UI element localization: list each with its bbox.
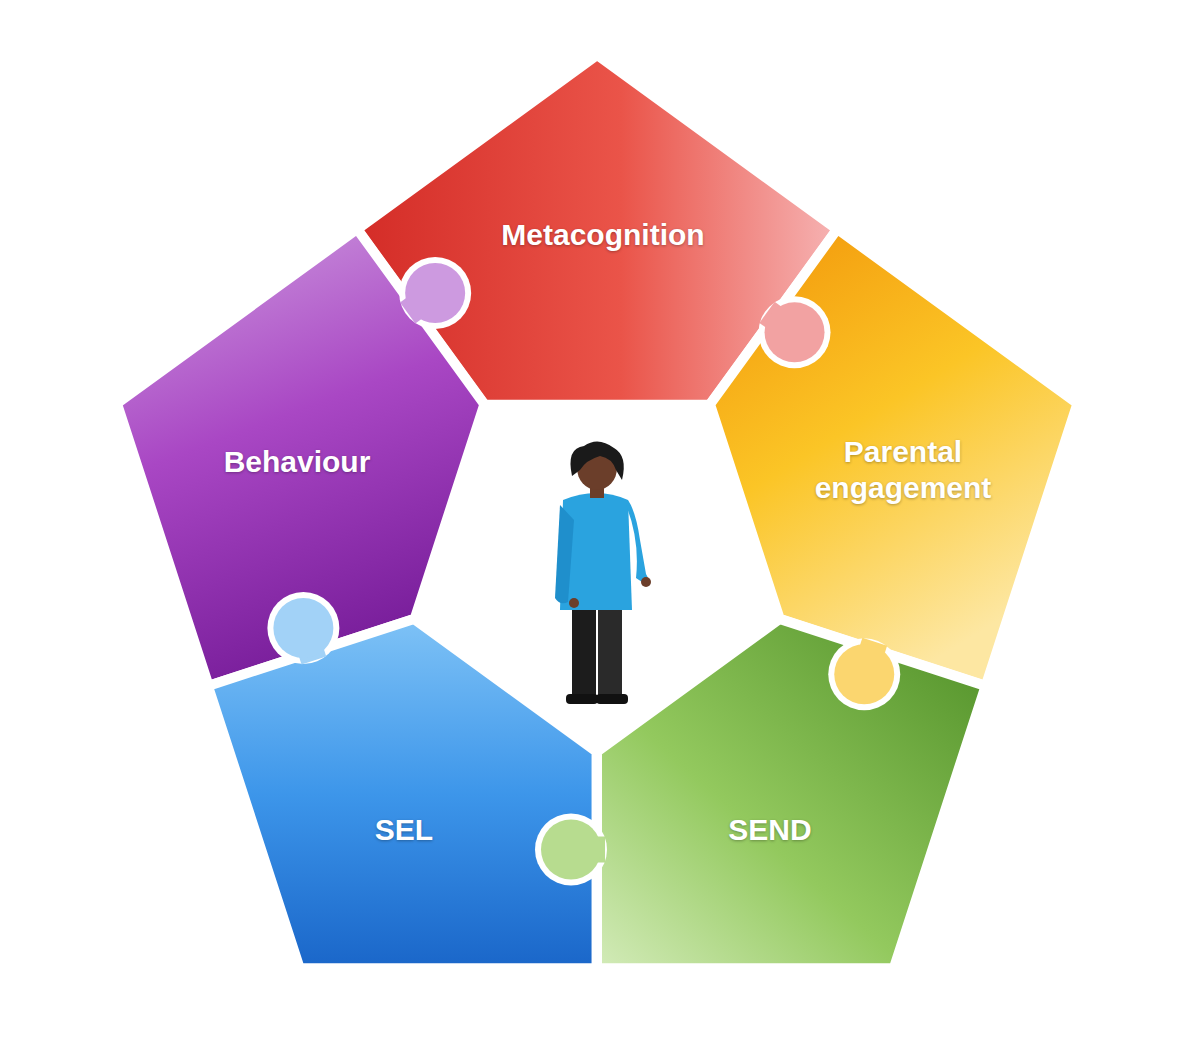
knob-gap: [399, 257, 471, 329]
person: [555, 441, 651, 704]
piece-shape: [597, 619, 986, 968]
piece-shape: [208, 619, 597, 968]
piece-label: Parental engagement: [798, 434, 1008, 506]
arm: [626, 500, 648, 584]
label-holder: Parental engagement: [798, 434, 1008, 506]
puzzle-knob: [759, 296, 831, 368]
puzzle-piece: Parental engagement: [710, 229, 1077, 686]
hand: [569, 598, 579, 608]
leg: [572, 604, 596, 698]
piece-outline: [597, 619, 986, 968]
arm: [555, 505, 574, 603]
puzzle-piece: SEL: [208, 619, 597, 968]
knob-head: [405, 263, 465, 323]
knob-gap: [267, 592, 339, 664]
label-holder: Metacognition: [501, 217, 704, 253]
piece-label: SEL: [375, 812, 433, 848]
puzzle-knob: [399, 257, 471, 329]
knob-head: [541, 819, 601, 879]
piece-outline: [710, 229, 1077, 686]
hair: [571, 441, 624, 480]
piece-label: Metacognition: [501, 217, 704, 253]
label-holder: SEND: [728, 812, 811, 848]
piece-label: SEND: [728, 812, 811, 848]
knob-head: [765, 302, 825, 362]
puzzle-knob: [535, 813, 607, 885]
knob-head: [273, 598, 333, 658]
piece-label: Behaviour: [224, 444, 371, 480]
hand: [641, 577, 651, 587]
knob-gap: [759, 296, 831, 368]
leg: [598, 604, 622, 698]
puzzle-knob: [267, 592, 339, 664]
shoe: [596, 694, 628, 704]
shoe: [566, 694, 598, 704]
knob-gap: [828, 638, 900, 710]
puzzle-knob: [828, 638, 900, 710]
knob-gap: [535, 813, 607, 885]
piece-outline: [117, 229, 484, 686]
knob-head: [834, 644, 894, 704]
label-holder: Behaviour: [224, 444, 371, 480]
label-holder: SEL: [375, 812, 433, 848]
piece-outline: [208, 619, 597, 968]
puzzle-piece: SEND: [597, 619, 986, 968]
